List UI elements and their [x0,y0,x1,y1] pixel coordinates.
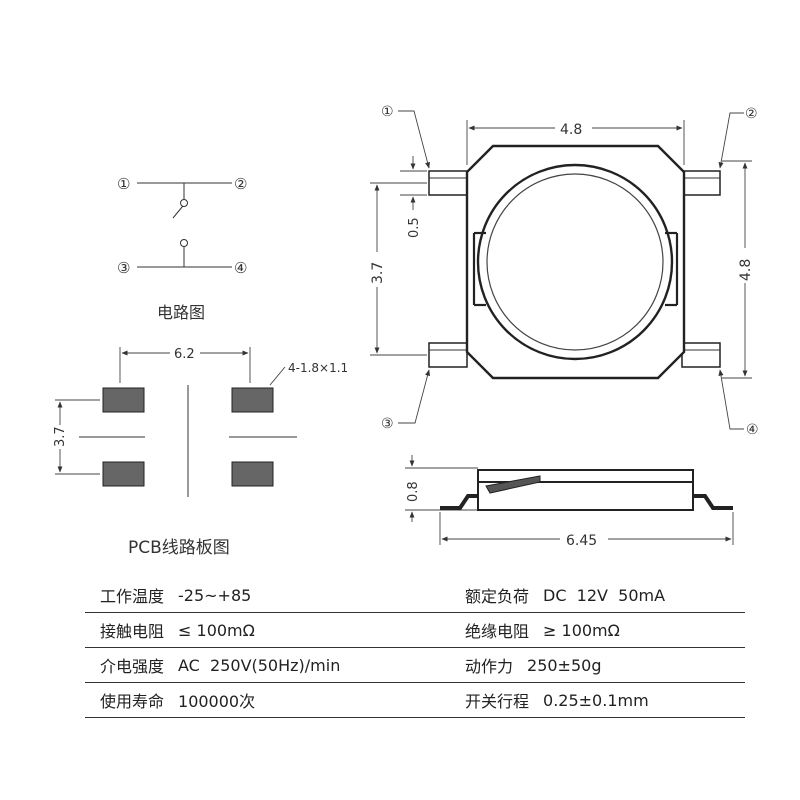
top-view-drawing: ① ② ③ ④ 4.8 4.8 3.7 0.5 [370,104,759,438]
spec-label: 额定负荷 [465,587,530,606]
side-body-top [477,469,694,483]
top-pin1-label: ① [381,104,394,120]
pcb-pad-top-right [231,387,274,413]
switch-contact-lower [180,239,188,247]
spec-value: AC 250V(50Hz)/min [178,655,341,675]
side-height-dimension: 0.8 [406,481,421,502]
spec-label: 介电强度 [100,657,165,676]
spec-label: 工作温度 [100,587,165,606]
lead-pin2 [681,170,721,196]
spec-value: 250±50g [527,655,602,675]
pcb-pad-note: 4-1.8×1.1 [288,361,348,375]
top-pitch-dimension: 3.7 [370,262,386,284]
actuator-outer-circle [476,163,674,361]
lead-pin4 [681,342,721,368]
spec-value: -25~+85 [178,585,252,605]
spec-row: 接触电阻 ≤ 100mΩ 绝缘电阻 ≥ 100mΩ [85,613,745,648]
side-view-drawing: 0.8 6.45 [405,455,734,549]
switch-body-outline [465,144,686,380]
spec-row: 工作温度 -25~+85 额定负荷 DC 12V 50mA [85,578,745,613]
side-lead-right [693,494,733,510]
spec-row: 介电强度 AC 250V(50Hz)/min 动作力 250±50g [85,648,745,683]
side-body-base [477,481,694,511]
spec-table: 工作温度 -25~+85 额定负荷 DC 12V 50mA 接触电阻 ≤ 100… [85,578,745,718]
lead-pin3 [428,342,468,368]
pcb-layout: 6.2 4-1.8×1.1 3.7 PCB线路板图 [53,347,348,558]
top-pin2-label: ② [745,106,758,122]
spec-label: 绝缘电阻 [465,622,530,641]
circuit-diagram: ① ② ③ ④ 电路图 [117,175,247,322]
top-height-dimension: 4.8 [738,259,754,281]
circuit-pin1-label: ① [117,175,130,193]
top-lead-dimension: 0.5 [407,217,422,238]
side-actuator-wedge [485,475,541,494]
spec-value: 0.25±0.1mm [543,690,649,710]
spec-label: 开关行程 [465,692,530,711]
pcb-pad-bottom-left [102,461,145,487]
pcb-pad-top-left [102,387,145,413]
circuit-pin4-label: ④ [234,259,247,277]
spec-value: 100000次 [178,692,256,711]
pcb-pad-bottom-right [231,461,274,487]
spec-row: 使用寿命 100000次 开关行程 0.25±0.1mm [85,683,745,718]
side-lead-left [440,494,480,510]
spec-label: 使用寿命 [100,692,165,711]
spec-value: DC 12V 50mA [543,585,666,605]
technical-drawing: ① ② ③ ④ 电路图 6.2 4-1.8×1.1 3.7 PCB线路板图 [53,104,759,558]
pcb-height-dimension: 3.7 [53,426,68,447]
spec-label: 接触电阻 [100,622,165,641]
switch-contact-upper [180,199,188,207]
actuator-inner-circle [486,173,664,351]
circuit-pin2-label: ② [234,175,247,193]
spec-value: ≤ 100mΩ [178,620,255,640]
pcb-width-dimension: 6.2 [174,347,195,362]
side-length-dimension: 6.45 [566,533,597,549]
spec-label: 动作力 [465,657,514,676]
pcb-caption: PCB线路板图 [128,538,230,558]
circuit-pin3-label: ③ [117,259,130,277]
spec-value: ≥ 100mΩ [543,620,620,640]
lead-pin1 [428,170,468,196]
top-width-dimension: 4.8 [560,122,582,138]
circuit-caption: 电路图 [157,303,205,322]
top-pin3-label: ③ [381,416,394,432]
top-pin4-label: ④ [746,422,759,438]
